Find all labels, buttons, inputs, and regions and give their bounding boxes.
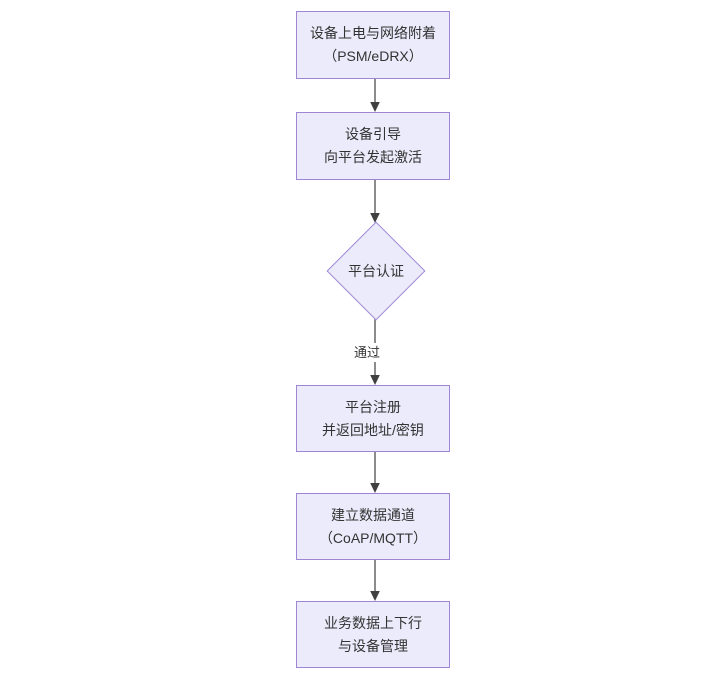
flow-node-line: 平台认证 [348, 263, 404, 279]
flow-node-device-bootstrap[interactable]: 设备引导 向平台发起激活 [296, 112, 450, 180]
flow-node-line: （CoAP/MQTT） [318, 529, 428, 546]
connector-n5-n6 [370, 559, 380, 601]
flow-node-line: 设备引导 [345, 126, 401, 142]
edge-label-pass: 通过 [351, 343, 384, 362]
flow-node-line: 设备上电与网络附着 [310, 25, 436, 41]
flow-node-line: 平台注册 [345, 398, 401, 415]
flow-node-line: 业务数据上下行 [324, 614, 422, 631]
flow-node-platform-auth-decision[interactable]: 平台认证 [326, 221, 426, 321]
connector-n2-n3 [370, 179, 380, 223]
flow-node-data-channel[interactable]: 建立数据通道 （CoAP/MQTT） [296, 493, 450, 560]
flow-node-platform-register[interactable]: 平台注册 并返回地址/密钥 [296, 385, 450, 452]
flow-node-line: 建立数据通道 [331, 506, 415, 523]
connector-n1-n2 [370, 78, 380, 112]
connector-n4-n5 [370, 451, 380, 493]
flow-node-line: 向平台发起激活 [324, 149, 422, 165]
flow-node-line: （PSM/eDRX） [323, 48, 423, 64]
flow-node-device-power-on[interactable]: 设备上电与网络附着 （PSM/eDRX） [296, 11, 450, 79]
flow-node-line: 与设备管理 [338, 637, 408, 654]
flow-node-line: 并返回地址/密钥 [322, 421, 424, 438]
flow-node-business-data[interactable]: 业务数据上下行 与设备管理 [296, 601, 450, 668]
